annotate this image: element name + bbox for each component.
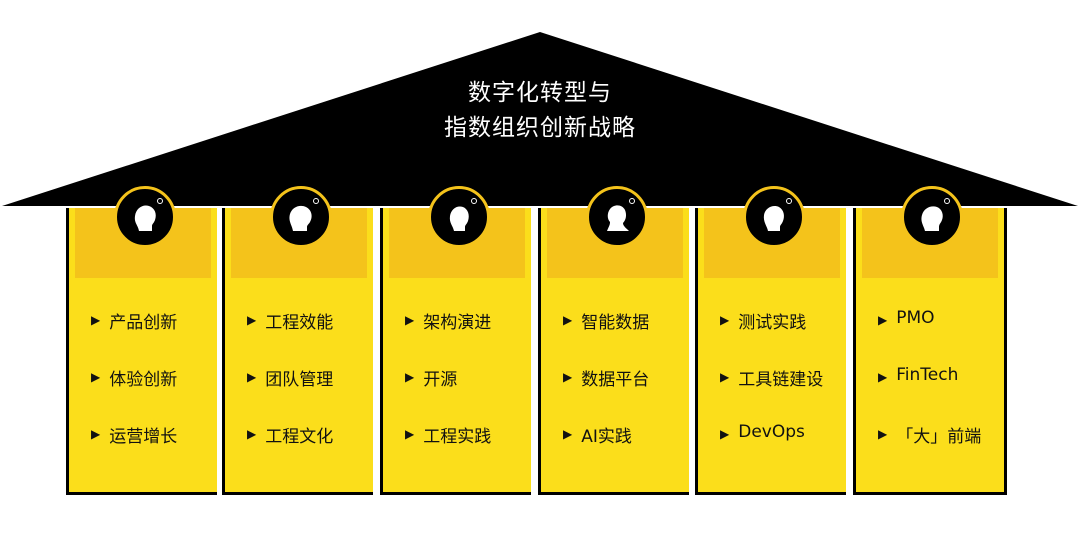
pillar-5: ▶ 测试实践 ▶ 工具链建设 ▶ DevOps — [695, 208, 846, 495]
pillar-items: ▶ 产品创新 ▶ 体验创新 ▶ 运营增长 — [91, 308, 177, 479]
pillar-item-label: 测试实践 — [738, 313, 807, 333]
pillar-item: ▶ FinTech — [878, 365, 981, 422]
pillar-item: ▶ 团队管理 — [247, 365, 333, 422]
pillar-items: ▶ 测试实践 ▶ 工具链建设 ▶ DevOps — [720, 308, 823, 479]
pillar-4: ▶ 智能数据 ▶ 数据平台 ▶ AI实践 — [538, 208, 689, 495]
registered-mark — [786, 198, 792, 204]
triangle-bullet-icon: ▶ — [563, 427, 573, 441]
pillar-6: ▶ PMO ▶ FinTech ▶ 「大」前端 — [853, 208, 1007, 495]
pillar-item: ▶ 智能数据 — [563, 308, 649, 365]
triangle-bullet-icon: ▶ — [563, 370, 573, 384]
person-head-icon — [901, 186, 963, 248]
triangle-bullet-icon: ▶ — [91, 427, 101, 441]
pillar-item: ▶ DevOps — [720, 422, 823, 479]
pillar-item-label: 架构演进 — [423, 313, 492, 333]
triangle-bullet-icon: ▶ — [563, 313, 573, 327]
triangle-bullet-icon: ▶ — [405, 313, 415, 327]
triangle-bullet-icon: ▶ — [878, 427, 888, 441]
pillar-item-label: 工程实践 — [423, 427, 492, 447]
pillar-item-label: 开源 — [423, 370, 458, 390]
triangle-bullet-icon: ▶ — [91, 313, 101, 327]
pillar-item-label: 工程文化 — [265, 427, 334, 447]
pillar-2: ▶ 工程效能 ▶ 团队管理 ▶ 工程文化 — [222, 208, 373, 495]
registered-mark — [944, 198, 950, 204]
title-line-1: 数字化转型与 — [468, 80, 612, 106]
triangle-bullet-icon: ▶ — [878, 370, 888, 384]
pillar-item: ▶ 体验创新 — [91, 365, 177, 422]
registered-mark — [471, 198, 477, 204]
pillar-item: ▶ AI实践 — [563, 422, 649, 479]
person-head-icon — [586, 186, 648, 248]
person-head-icon — [270, 186, 332, 248]
triangle-bullet-icon: ▶ — [247, 427, 257, 441]
roof — [2, 32, 1078, 206]
person-head-icon — [743, 186, 805, 248]
pillar-item-label: 智能数据 — [581, 313, 650, 333]
registered-mark — [157, 198, 163, 204]
pillar-item: ▶ 工程实践 — [405, 422, 491, 479]
person-head-icon — [428, 186, 490, 248]
pillar-item-label: 数据平台 — [581, 370, 650, 390]
pillar-item: ▶ 数据平台 — [563, 365, 649, 422]
pillar-item: ▶ 测试实践 — [720, 308, 823, 365]
pillar-item-label: DevOps — [738, 422, 805, 442]
pillar-item: ▶ 「大」前端 — [878, 422, 981, 479]
triangle-bullet-icon: ▶ — [247, 313, 257, 327]
pillar-item-label: PMO — [896, 308, 935, 328]
pillar-item: ▶ 开源 — [405, 365, 491, 422]
pillar-items: ▶ 工程效能 ▶ 团队管理 ▶ 工程文化 — [247, 308, 333, 479]
triangle-bullet-icon: ▶ — [720, 427, 730, 441]
triangle-bullet-icon: ▶ — [720, 370, 730, 384]
pillar-items: ▶ 架构演进 ▶ 开源 ▶ 工程实践 — [405, 308, 491, 479]
pillar-item-label: FinTech — [896, 365, 959, 385]
pillar-item: ▶ 运营增长 — [91, 422, 177, 479]
pillar-item-label: AI实践 — [581, 427, 632, 447]
triangle-bullet-icon: ▶ — [720, 313, 730, 327]
pillar-item: ▶ 架构演进 — [405, 308, 491, 365]
pillar-item-label: 团队管理 — [265, 370, 334, 390]
pillar-item: ▶ 工程效能 — [247, 308, 333, 365]
pillar-item: ▶ PMO — [878, 308, 981, 365]
pillar-item-label: 运营增长 — [109, 427, 178, 447]
pillar-items: ▶ PMO ▶ FinTech ▶ 「大」前端 — [878, 308, 981, 479]
pillar-item-label: 体验创新 — [109, 370, 178, 390]
pillar-item-label: 工具链建设 — [738, 370, 824, 390]
pillar-item-label: 产品创新 — [109, 313, 178, 333]
pillar-item-label: 「大」前端 — [896, 427, 982, 447]
registered-mark — [313, 198, 319, 204]
pillar-item: ▶ 工具链建设 — [720, 365, 823, 422]
pillar-1: ▶ 产品创新 ▶ 体验创新 ▶ 运营增长 — [66, 208, 217, 495]
roof-shape — [2, 32, 1078, 206]
triangle-bullet-icon: ▶ — [247, 370, 257, 384]
pillar-item: ▶ 产品创新 — [91, 308, 177, 365]
person-head-icon — [114, 186, 176, 248]
triangle-bullet-icon: ▶ — [405, 370, 415, 384]
registered-mark — [629, 198, 635, 204]
pillar-item-label: 工程效能 — [265, 313, 334, 333]
title-line-2: 指数组织创新战略 — [444, 115, 636, 141]
triangle-bullet-icon: ▶ — [878, 313, 888, 327]
triangle-bullet-icon: ▶ — [91, 370, 101, 384]
pillar-3: ▶ 架构演进 ▶ 开源 ▶ 工程实践 — [380, 208, 531, 495]
pillar-item: ▶ 工程文化 — [247, 422, 333, 479]
pillar-items: ▶ 智能数据 ▶ 数据平台 ▶ AI实践 — [563, 308, 649, 479]
triangle-bullet-icon: ▶ — [405, 427, 415, 441]
